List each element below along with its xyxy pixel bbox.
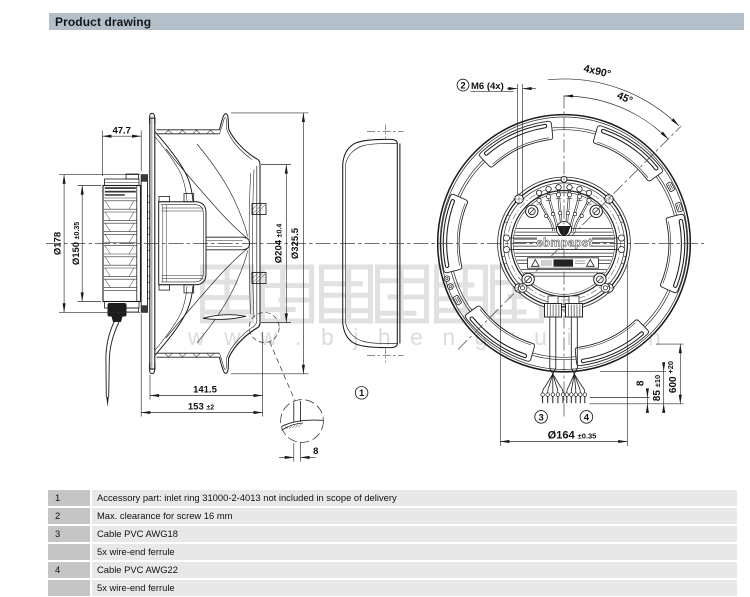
svg-text:3: 3: [538, 412, 543, 423]
svg-text:Ø164 ±0.35: Ø164 ±0.35: [548, 430, 597, 442]
svg-text:47.7: 47.7: [112, 126, 131, 137]
svg-text:M6 (4x): M6 (4x): [471, 81, 504, 92]
svg-text:4x90°: 4x90°: [582, 63, 612, 81]
svg-text:Ø204 ±0.4: Ø204 ±0.4: [274, 224, 285, 264]
svg-text:Ø150 ±0.35: Ø150 ±0.35: [71, 222, 82, 265]
svg-text:153 ±2: 153 ±2: [188, 402, 214, 413]
svg-text:ebmpapst: ebmpapst: [537, 238, 593, 250]
svg-text:600 +20: 600 +20: [666, 361, 679, 393]
svg-text:Ø178: Ø178: [53, 232, 64, 255]
svg-text:Ø325.5: Ø325.5: [290, 227, 301, 259]
svg-text:2: 2: [460, 81, 465, 92]
svg-text:8: 8: [313, 446, 318, 457]
svg-text:4: 4: [584, 412, 590, 423]
svg-text:141.5: 141.5: [193, 385, 217, 396]
svg-text:1: 1: [359, 388, 365, 399]
svg-text:www.bjhengrui.cn: www.bjhengrui.cn: [187, 324, 680, 350]
svg-text:45°: 45°: [615, 90, 634, 107]
svg-text:8: 8: [636, 380, 647, 386]
svg-text:85 ±10: 85 ±10: [652, 375, 663, 401]
